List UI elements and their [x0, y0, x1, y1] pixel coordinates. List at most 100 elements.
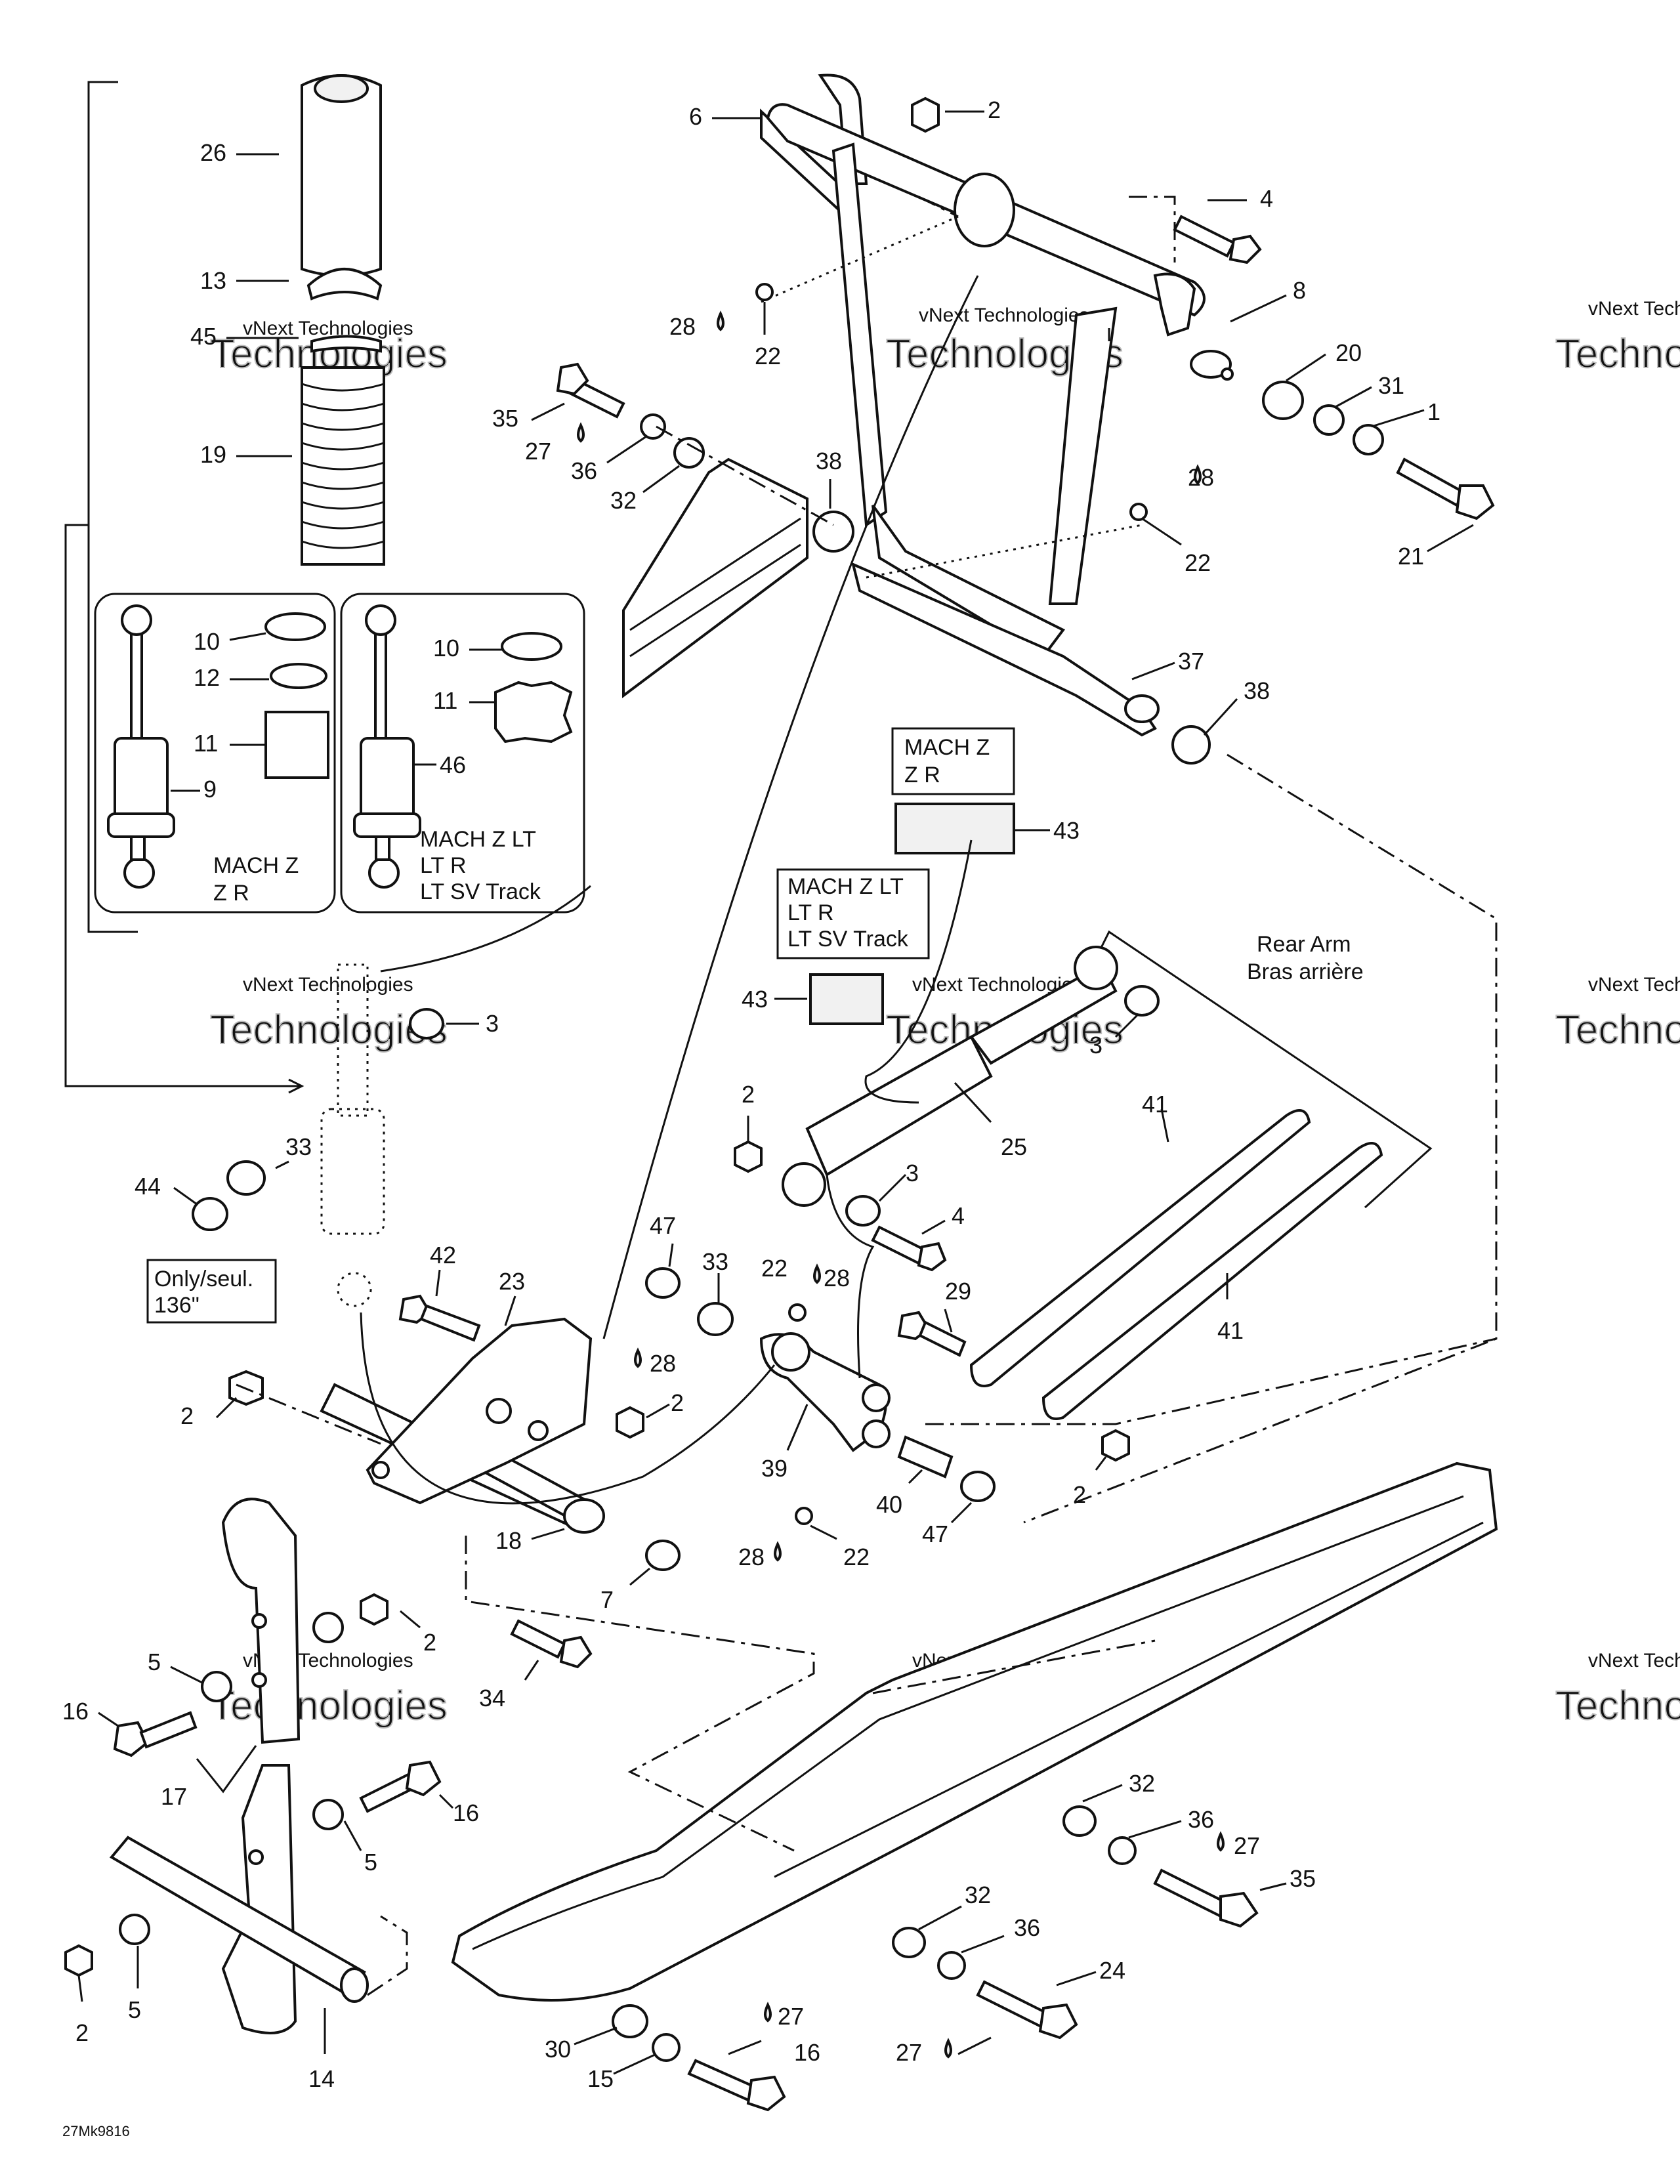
- callout-36-lower-b: 36: [1014, 1914, 1040, 1941]
- grease-drop-icon: [634, 1347, 642, 1368]
- callout-26: 26: [200, 139, 226, 166]
- bolt-34: [510, 1619, 593, 1669]
- callout-43-lower: 43: [742, 986, 768, 1013]
- callout-2-mid: 2: [742, 1081, 755, 1108]
- center-shock-phantom: [320, 963, 385, 1307]
- grease-drop-icon: [717, 310, 724, 331]
- callout-28-center: 28: [650, 1350, 676, 1377]
- watermark: vNext Technologies: [919, 304, 1089, 326]
- callout-5-upper: 5: [148, 1648, 161, 1675]
- bolt-4-upper: [1173, 215, 1262, 264]
- bushing-47-upper: [645, 1267, 681, 1299]
- bolt-24: [976, 1980, 1078, 2040]
- bushing-3-left: [409, 1008, 444, 1040]
- washer-31: [1313, 404, 1345, 436]
- callout-28-upper: 28: [669, 313, 696, 340]
- washer-36-upper: [640, 413, 666, 440]
- bolt-35-upper: [556, 362, 625, 419]
- callout-18: 18: [495, 1527, 522, 1554]
- decal-box-b: MACH Z LT LT R LT SV Track: [776, 868, 930, 1025]
- grease-drop-icon: [1217, 1831, 1225, 1852]
- watermark: vNext Technologies: [1588, 298, 1680, 320]
- callout-41-lower: 41: [1217, 1317, 1244, 1344]
- watermark: vNext Technologies: [243, 318, 413, 339]
- watermark-large: Technologies: [1555, 1007, 1680, 1053]
- callout-22-lower: 22: [843, 1544, 870, 1570]
- watermark-large: Technologies: [1555, 331, 1680, 377]
- callout-12: 12: [194, 664, 220, 691]
- callout-16-mid: 16: [453, 1799, 479, 1826]
- callout-5-lower: 5: [128, 1996, 141, 2023]
- callout-13: 13: [200, 267, 226, 294]
- nut-2-mid: [734, 1140, 763, 1173]
- callout-3-right: 3: [1089, 1032, 1102, 1059]
- callout-38-upper: 38: [816, 448, 842, 474]
- callout-22-upper-right: 22: [1185, 549, 1211, 576]
- bolt-29: [897, 1311, 967, 1357]
- callout-22-upper: 22: [755, 343, 781, 369]
- decal-box-a: MACH Z Z R: [891, 727, 1015, 854]
- watermark-large: Technologies: [210, 1683, 448, 1729]
- callout-3-left: 3: [486, 1010, 499, 1037]
- washer-7: [645, 1540, 681, 1571]
- grease-fitting-22-upper: [755, 283, 1148, 521]
- callout-4: 4: [1260, 185, 1273, 212]
- nut-2-lower-left: [64, 1944, 93, 1977]
- assembly-lines: [236, 196, 1498, 1996]
- slide-rail-upper: [622, 457, 808, 698]
- callout-2-lower-left: 2: [75, 2019, 89, 2046]
- group-brackets: [64, 81, 304, 1094]
- callout-8: 8: [1293, 277, 1306, 304]
- spring-19: [301, 366, 385, 566]
- callout-9: 9: [203, 776, 217, 803]
- callout-16-left: 16: [62, 1698, 89, 1725]
- washer-36-lower-a: [1108, 1836, 1137, 1865]
- note-box-line-2: 136": [154, 1293, 200, 1318]
- stopper-upper-17: [221, 1498, 301, 1744]
- grease-drop-icon: [1194, 464, 1202, 485]
- bushing-44: [192, 1197, 228, 1231]
- washer-5-mid: [312, 1799, 344, 1830]
- callouts: 6 2 4 8 20 31 1 21 28 22 22 28 26 13 45 …: [62, 96, 1474, 2092]
- slide-rail-lower: [451, 1461, 1498, 2002]
- callout-23: 23: [499, 1268, 525, 1295]
- callout-27-lower-a: 27: [1234, 1832, 1260, 1859]
- spring-stopper-45: [310, 335, 382, 353]
- callout-27-upper: 27: [525, 438, 551, 465]
- callout-11-left: 11: [194, 730, 218, 757]
- watermark: vNext Technologies: [1588, 974, 1680, 996]
- callout-14: 14: [308, 2065, 335, 2092]
- callout-1: 1: [1427, 398, 1440, 425]
- callout-5-mid: 5: [364, 1849, 377, 1876]
- callout-22-mid: 22: [761, 1255, 788, 1282]
- callout-10-right: 10: [433, 635, 459, 662]
- callout-34: 34: [479, 1685, 505, 1712]
- bushing-38-lower: [1171, 725, 1211, 765]
- note-box-line-1: Only/seul.: [154, 1267, 253, 1292]
- decal-a-model-2: Z R: [904, 763, 940, 788]
- note-box: Only/seul. 136": [146, 1259, 277, 1324]
- callout-32-lower-b: 32: [965, 1881, 991, 1908]
- bolt-21: [1396, 457, 1495, 520]
- spring-stopper-26: [301, 74, 382, 277]
- callout-6: 6: [689, 103, 702, 130]
- callout-36-upper: 36: [571, 457, 597, 484]
- rear-shock-25: [782, 946, 1118, 1207]
- callout-11-right: 11: [433, 687, 457, 714]
- callout-40: 40: [876, 1491, 902, 1518]
- bushing-33-mid: [697, 1302, 734, 1336]
- washer-5-upper: [201, 1671, 232, 1702]
- rear-arm-label-en: Rear Arm: [1257, 932, 1351, 957]
- washer-32-upper: [673, 437, 705, 469]
- washer-32-lower-b: [892, 1927, 926, 1958]
- inset-box-left: MACH Z Z R: [94, 593, 336, 914]
- inset-right-model-3: LT SV Track: [420, 879, 541, 904]
- bolt-16-left: [113, 1711, 198, 1757]
- callout-3-mid: 3: [906, 1160, 919, 1186]
- washer-2-stopper: [312, 1612, 344, 1643]
- inset-left-model-2: Z R: [213, 881, 249, 906]
- washer-30: [612, 2004, 648, 2038]
- washer-15: [652, 2033, 681, 2062]
- callout-46: 46: [440, 751, 466, 778]
